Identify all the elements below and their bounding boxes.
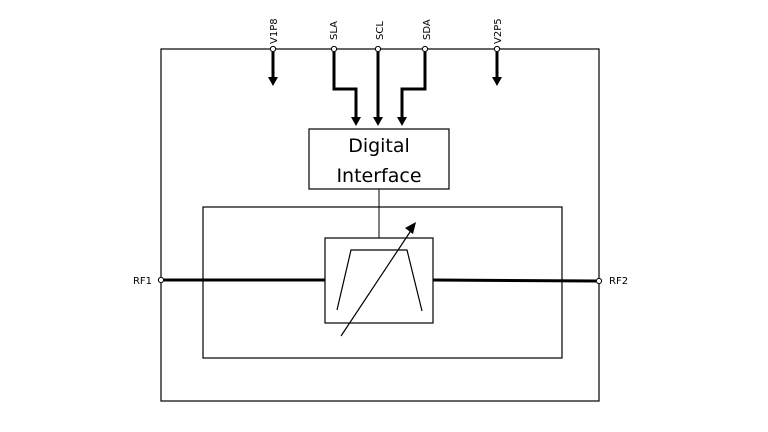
sda-arrowhead [397, 117, 407, 126]
rf2-port [595, 277, 603, 285]
pin-v1p8 [269, 45, 277, 53]
outer-chip-box [160, 48, 600, 402]
tuning-arrow [340, 228, 413, 337]
sla-arrowhead [351, 117, 361, 126]
v2p5-arrowhead [492, 77, 502, 86]
pin-sda [421, 45, 429, 53]
rf2-label: RF2 [609, 276, 628, 287]
inner-box [202, 206, 563, 359]
pin-label-sla: SLA [329, 21, 340, 40]
sla-arrow [332, 52, 358, 117]
pin-sla [330, 45, 338, 53]
sda-arrow [400, 52, 427, 117]
v1p8-arrowhead [268, 77, 278, 86]
digital-interface-line2: Interface [336, 165, 421, 187]
digital-interface-line1: Digital [348, 135, 410, 157]
pin-v2p5 [493, 45, 501, 53]
tuning-arrowhead [405, 222, 416, 234]
tunable-filter-block [324, 237, 434, 324]
rf1-label: RF1 [133, 276, 152, 287]
rf2-line [432, 278, 597, 283]
pin-label-v1p8: V1P8 [269, 18, 280, 44]
pin-label-scl: SCL [375, 21, 386, 40]
scl-arrowhead [373, 117, 383, 126]
bandpass-symbol [336, 249, 423, 312]
pin-scl [374, 45, 382, 53]
digital-interface-block [308, 128, 450, 190]
pin-label-sda: SDA [422, 19, 433, 40]
pin-label-v2p5: V2P5 [493, 18, 504, 44]
rf1-port [157, 276, 165, 284]
